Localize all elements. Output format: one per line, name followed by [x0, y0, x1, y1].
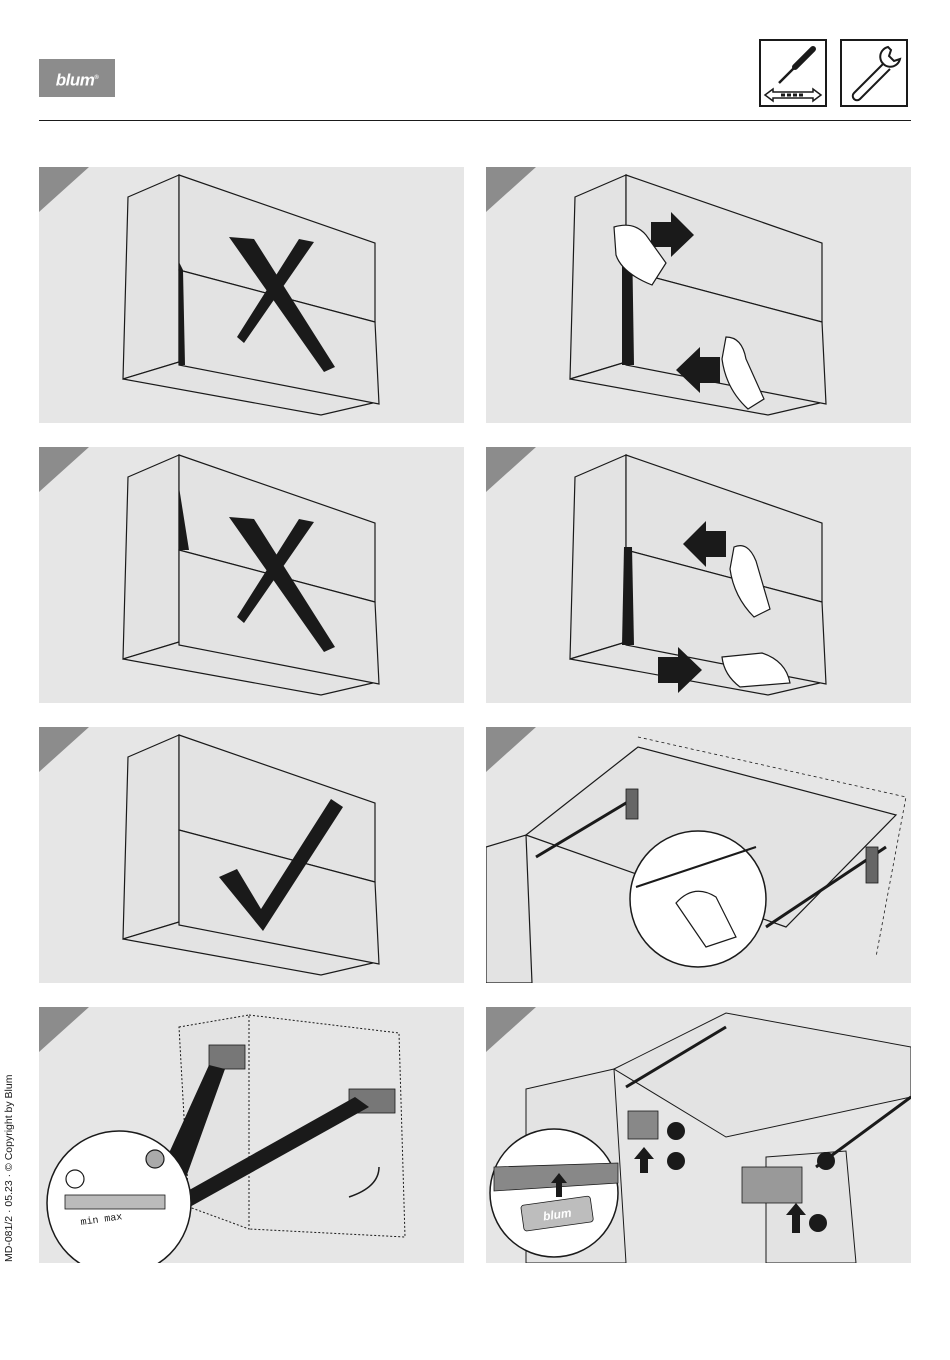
step-1-illustration: [39, 167, 464, 423]
detail-magnifier: [490, 1129, 618, 1257]
header-rule: [39, 120, 911, 121]
step-panel-8: blum: [486, 1007, 911, 1263]
logo-registered-mark: ®: [94, 75, 98, 81]
step-bullet: [667, 1122, 685, 1140]
step-4-illustration: [486, 447, 911, 703]
logo-text: blum: [56, 71, 95, 90]
flap-open: [614, 1013, 911, 1137]
step-corner-marker: [486, 167, 536, 212]
cabinet-side-left: [486, 835, 532, 983]
arrow-up-icon: [634, 1147, 654, 1173]
hinge-mechanism: [626, 789, 638, 819]
lift-mechanism: [209, 1045, 245, 1069]
lift-mechanism: [628, 1111, 658, 1139]
document-code: MD-081/2 · 05.23 · © Copyright by Blum: [3, 1075, 15, 1262]
curved-arrow-icon: [349, 1167, 379, 1197]
step-corner-marker: [39, 727, 89, 772]
step-bullet: [809, 1214, 827, 1232]
step-panel-1: [39, 167, 464, 423]
dial-icon: [146, 1150, 164, 1168]
hinge-mechanism: [866, 847, 878, 883]
step-corner-marker: [486, 727, 536, 772]
step-bullet: [667, 1152, 685, 1170]
cabinet-side: [123, 175, 179, 379]
wrench-icon: [840, 39, 908, 107]
step-corner-marker: [486, 1007, 536, 1052]
step-bullet: [817, 1152, 835, 1170]
step-3-illustration: [39, 447, 464, 703]
step-panel-5: [39, 727, 464, 983]
step-corner-marker: [39, 447, 89, 492]
blum-logo: blum®: [39, 59, 115, 97]
dial-icon: [66, 1170, 84, 1188]
step-7-illustration: min max: [39, 1007, 464, 1263]
adjustment-scale: [65, 1195, 165, 1209]
step-6-illustration: [486, 727, 911, 983]
step-corner-marker: [39, 1007, 89, 1052]
screwdriver-adjust-icon: [759, 39, 827, 107]
step-panel-7: min max: [39, 1007, 464, 1263]
step-2-illustration: [486, 167, 911, 423]
step-corner-marker: [39, 167, 89, 212]
step-5-illustration: [39, 727, 464, 983]
step-panel-4: [486, 447, 911, 703]
step-8-illustration: blum: [486, 1007, 911, 1263]
step-panel-6: [486, 727, 911, 983]
cover-cap: [742, 1167, 802, 1203]
step-corner-marker: [486, 447, 536, 492]
step-panel-3: [39, 447, 464, 703]
step-panel-2: [486, 167, 911, 423]
